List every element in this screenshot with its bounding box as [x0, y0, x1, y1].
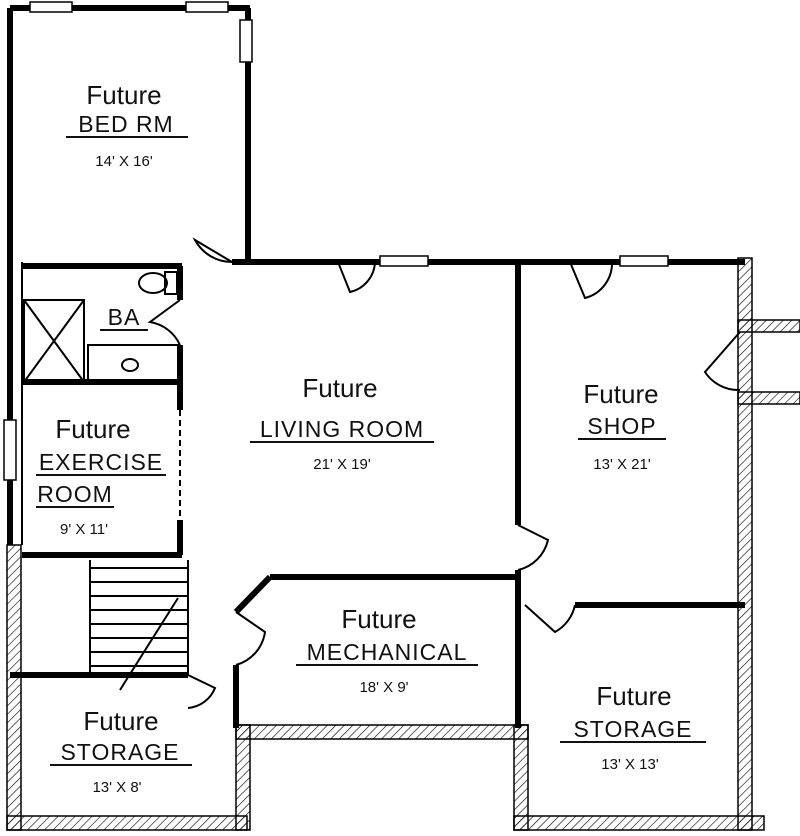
doors: [147, 237, 741, 709]
bedroom-dimensions: 14' X 16': [95, 153, 153, 170]
room-living: Future LIVING ROOM 21' X 19': [250, 373, 434, 473]
shop-dimensions: 13' X 21': [593, 456, 651, 473]
exercise-dimensions: 9' X 11': [60, 521, 108, 538]
shop-name: SHOP: [587, 413, 656, 439]
mechanical-name: MECHANICAL: [307, 639, 468, 665]
bedroom-name: BED RM: [78, 111, 173, 137]
living-future-label: Future: [302, 373, 377, 403]
storage-right-future-label: Future: [596, 681, 671, 711]
living-name: LIVING ROOM: [260, 416, 424, 442]
mechanical-future-label: Future: [341, 604, 416, 634]
room-exercise: Future EXERCISE ROOM 9' X 11': [36, 414, 166, 538]
storage-right-dimensions: 13' X 13': [601, 756, 659, 773]
living-dimensions: 21' X 19': [313, 456, 371, 473]
room-shop: Future SHOP 13' X 21': [578, 379, 666, 473]
storage-left-name: STORAGE: [60, 739, 179, 765]
storage-left-dimensions: 13' X 8': [92, 779, 141, 796]
room-bath: BA: [100, 304, 148, 331]
windows: [3, 1, 669, 481]
storage-right-name: STORAGE: [573, 716, 692, 742]
staircase: [89, 560, 189, 691]
bath-name: BA: [108, 304, 141, 330]
exercise-name-line2: ROOM: [37, 481, 113, 507]
room-mechanical: Future MECHANICAL 18' X 9': [296, 604, 478, 696]
exercise-name-line1: EXERCISE: [39, 449, 163, 475]
room-bedroom: Future BED RM 14' X 16': [66, 80, 188, 170]
shop-future-label: Future: [583, 379, 658, 409]
room-storage-left: Future STORAGE 13' X 8': [50, 706, 192, 796]
room-storage-right: Future STORAGE 13' X 13': [560, 681, 706, 773]
mechanical-dimensions: 18' X 9': [359, 679, 408, 696]
foundation-walls: [6, 257, 800, 831]
exercise-future-label: Future: [55, 414, 130, 444]
bedroom-future-label: Future: [86, 80, 161, 110]
storage-left-future-label: Future: [83, 706, 158, 736]
